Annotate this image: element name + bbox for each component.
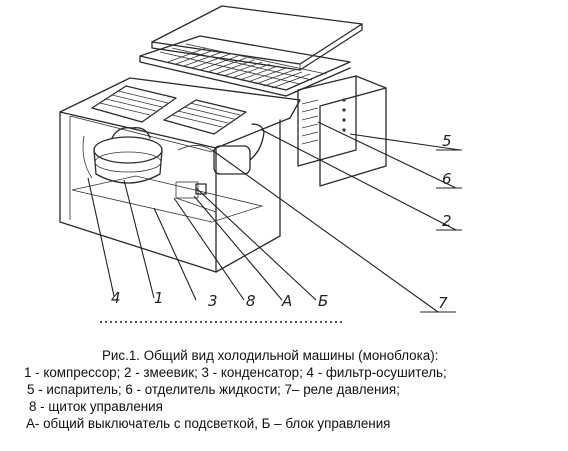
caption-title: Рис.1. Общий вид холодильной машины (мон… (102, 348, 439, 363)
caption-line-4: А- общий выключатель с подсветкой, Б – б… (26, 416, 391, 431)
condenser-block (139, 35, 351, 97)
liquid-separator (177, 123, 265, 175)
refrigeration-unit-drawing: 4 1 3 8 А Б 7 5 6 2 (59, 5, 462, 323)
callout-2: 2 (442, 212, 452, 230)
compressor (82, 127, 163, 184)
top-lid-panel (151, 5, 363, 71)
callout-6: 6 (442, 170, 452, 188)
callout-5: 5 (442, 132, 452, 150)
caption-line-3: 8 - щиток управления (29, 399, 163, 414)
callout-A: А (281, 292, 292, 310)
callout-3: 3 (208, 292, 218, 310)
side-control-panel (297, 75, 387, 187)
caption-line-1: 1 - компрессор; 2 - змеевик; 3 - конденс… (24, 365, 447, 380)
control-board (175, 181, 217, 213)
housing-frame (59, 77, 301, 273)
caption-line-2: 5 - испаритель; 6 - отделитель жидкости;… (27, 382, 400, 397)
callout-7: 7 (438, 294, 448, 312)
leader-lines (87, 121, 462, 313)
callout-4: 4 (111, 289, 121, 307)
callout-1: 1 (154, 289, 164, 307)
callout-8: 8 (246, 292, 256, 310)
callout-B: Б (318, 292, 328, 310)
evaporator-grilles (91, 85, 247, 135)
